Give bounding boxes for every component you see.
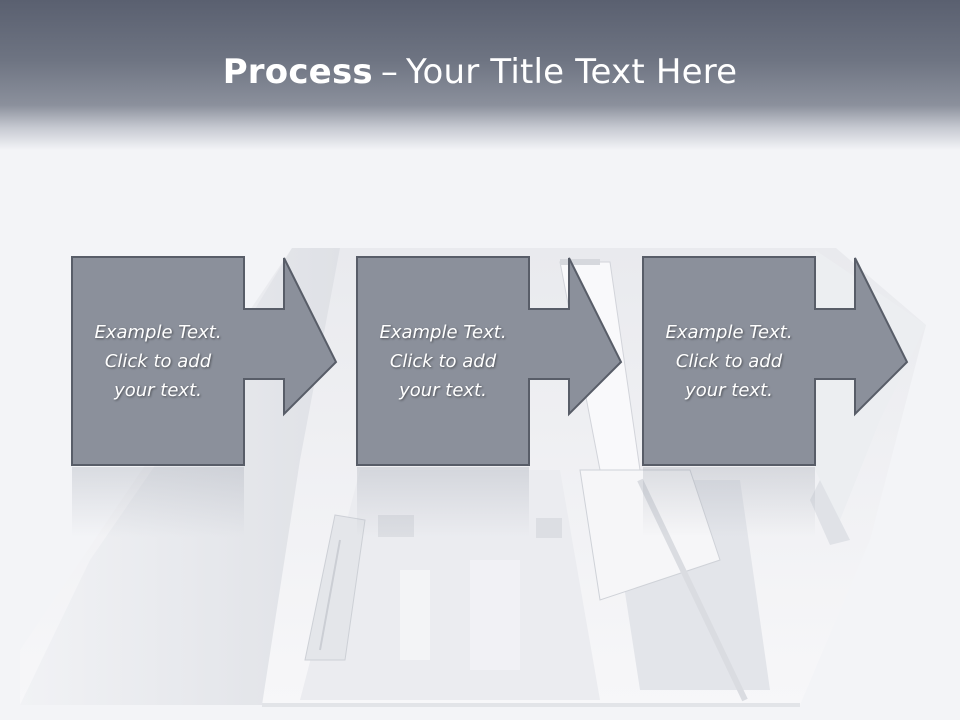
title-separator: – xyxy=(380,52,399,92)
step-reflection xyxy=(357,467,529,537)
arrow-right-icon xyxy=(356,256,623,466)
step-text[interactable]: Example Text. Click to add your text. xyxy=(665,321,793,401)
step-text[interactable]: Example Text. Click to add your text. xyxy=(379,321,507,401)
arrow-right-icon xyxy=(71,256,338,466)
page-title[interactable]: Process–Your Title Text Here xyxy=(0,52,960,92)
step-text[interactable]: Example Text. Click to add your text. xyxy=(94,321,222,401)
header-bar xyxy=(0,0,960,150)
title-bold: Process xyxy=(222,52,373,92)
title-text: Your Title Text Here xyxy=(406,52,738,92)
step-reflection xyxy=(72,467,244,537)
arrow-right-icon xyxy=(642,256,909,466)
step-reflection xyxy=(643,467,815,537)
